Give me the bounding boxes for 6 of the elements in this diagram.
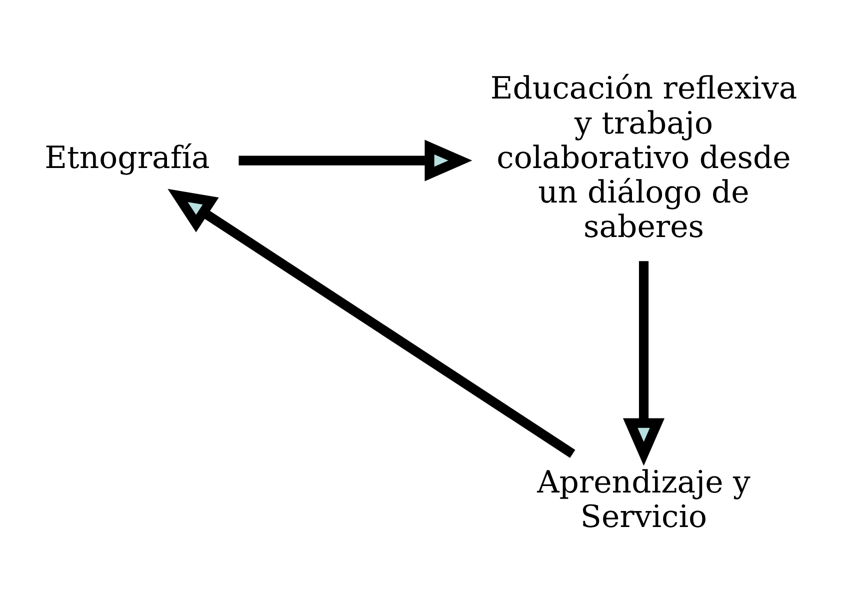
arrow bbox=[622, 260, 665, 466]
node-text: Etnografía bbox=[44, 139, 210, 176]
arrow bbox=[238, 139, 472, 181]
arrow bbox=[168, 188, 576, 458]
node-text: Educación reflexiva y trabajo colaborativo desde un diálogo de saberes bbox=[490, 70, 798, 244]
node-text: Aprendizaje y Servicio bbox=[537, 464, 750, 534]
